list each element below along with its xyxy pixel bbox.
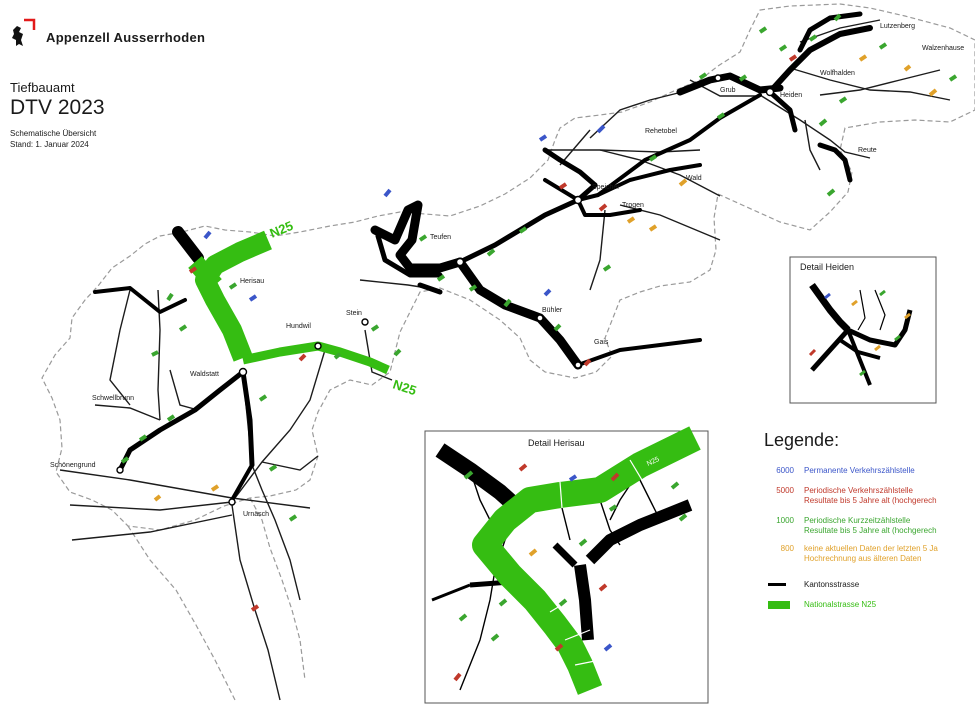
legend-text-old-2: Hochrechnung aus älteren Daten bbox=[804, 554, 922, 563]
inset-herisau-title: Detail Herisau bbox=[528, 438, 585, 448]
place-waldstatt: Waldstatt bbox=[190, 371, 219, 378]
place-reute: Reute bbox=[858, 147, 877, 154]
subtitle: Schematische Übersicht bbox=[10, 129, 97, 138]
inset-heiden[interactable]: Detail Heiden bbox=[789, 256, 937, 404]
place-hundwil: Hundwil bbox=[286, 323, 311, 330]
legend-text-old-1: keine aktuellen Daten der letzten 5 Ja bbox=[804, 544, 938, 553]
cantonal-roads bbox=[93, 11, 873, 502]
canton-boundary-south-2 bbox=[127, 525, 236, 701]
legend-text-short-1: Periodische Kurzzeitzählstelle bbox=[804, 516, 911, 525]
place-stein: Stein bbox=[346, 310, 362, 317]
inset-n25-label: N25 bbox=[646, 456, 661, 468]
legend-sample-short: 1000 bbox=[776, 516, 794, 525]
place-rehetobel: Rehetobel bbox=[645, 128, 677, 135]
organization-name: Appenzell Ausserrhoden bbox=[46, 30, 206, 45]
place-gais: Gais bbox=[594, 339, 609, 346]
legend-text-periodic-2: Resultate bis 5 Jahre alt (hochgerech bbox=[804, 496, 937, 505]
place-walzenhausen: Walzenhause bbox=[922, 45, 964, 52]
junctions bbox=[116, 74, 775, 506]
legend-sample-old: 800 bbox=[780, 544, 794, 553]
legend-text-periodic-1: Periodische Verkehrszählstelle bbox=[804, 486, 913, 495]
place-trogen: Trogen bbox=[622, 202, 644, 209]
legend-title: Legende: bbox=[764, 430, 840, 450]
n25-label-south: N25 bbox=[391, 377, 418, 399]
legend-sample-permanent: 6000 bbox=[776, 466, 794, 475]
legend-text-short-2: Resultate bis 5 Jahre alt (hochgerech bbox=[804, 526, 937, 535]
n25-label-north: N25 bbox=[268, 218, 296, 241]
place-wald: Wald bbox=[686, 175, 702, 182]
legend-text-cantonal: Kantonsstrasse bbox=[804, 580, 860, 589]
department-label: Tiefbauamt bbox=[10, 80, 75, 95]
place-grub: Grub bbox=[720, 87, 736, 94]
legend-text-national: Nationalstrasse N25 bbox=[804, 600, 877, 609]
inset-herisau[interactable]: Detail Herisau N25 bbox=[424, 426, 709, 704]
place-urnaesch: Urnäsch bbox=[243, 511, 269, 518]
place-teufen: Teufen bbox=[430, 234, 451, 241]
canton-logo bbox=[12, 18, 36, 46]
place-schwellbrunn: Schwellbrunn bbox=[92, 395, 134, 402]
legend-text-permanent: Permanente Verkehrszählstelle bbox=[804, 466, 915, 475]
count-stations bbox=[120, 13, 958, 612]
place-heiden: Heiden bbox=[780, 92, 802, 99]
place-speicher: Speicher bbox=[592, 184, 620, 191]
place-buehler: Bühler bbox=[542, 307, 563, 314]
place-schoenengrund: Schönengrund bbox=[50, 462, 96, 469]
national-road-n25 bbox=[188, 230, 390, 375]
legend: Legende: 6000 Permanente Verkehrszählste… bbox=[764, 430, 975, 609]
page-title: DTV 2023 bbox=[10, 96, 105, 119]
place-herisau: Herisau bbox=[240, 278, 264, 285]
inset-heiden-title: Detail Heiden bbox=[800, 262, 854, 272]
legend-line-cantonal bbox=[768, 583, 786, 586]
place-wolfhalden: Wolfhalden bbox=[820, 70, 855, 77]
date-label: Stand: 1. Januar 2024 bbox=[10, 140, 89, 149]
legend-sample-periodic: 5000 bbox=[776, 486, 794, 495]
legend-line-national bbox=[768, 601, 790, 609]
canton-boundary-south bbox=[249, 497, 306, 681]
place-luetzenberg: Lutzenberg bbox=[880, 23, 915, 30]
